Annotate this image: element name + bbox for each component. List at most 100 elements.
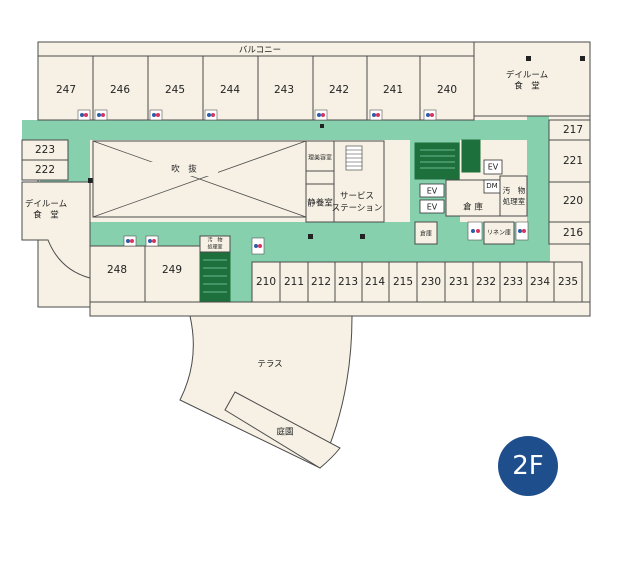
central-stair-icon — [345, 145, 363, 171]
toilet-icon — [77, 109, 91, 121]
dayroom-ne-label-1: デイルーム — [506, 70, 548, 81]
toilet-icon — [145, 235, 159, 247]
toilet-icon — [423, 109, 437, 121]
room-230-label: 230 — [421, 276, 441, 288]
room-244 — [202, 55, 259, 121]
dirty-utility-label-1: 汚 物 — [503, 185, 526, 195]
room-215-label: 215 — [393, 276, 413, 288]
balcony-label: バルコニー — [239, 46, 281, 56]
terrace-label: テラス — [257, 360, 282, 370]
room-211-label: 211 — [284, 276, 304, 288]
void-label-bg — [150, 162, 218, 176]
quiet-room — [305, 183, 335, 223]
room-223-label: 223 — [35, 144, 55, 156]
room-245 — [147, 55, 204, 121]
treatment-label: 理美容室 — [308, 154, 332, 162]
room-243 — [257, 55, 314, 121]
dumbwaiter-label: DM — [486, 182, 497, 190]
room-212 — [307, 261, 336, 303]
service-station-label-1: サービス — [340, 192, 374, 202]
stairwell-core-b — [461, 139, 481, 173]
small-storage — [414, 221, 438, 245]
dayroom-ne-label-2: 食 堂 — [514, 81, 540, 92]
room-235-label: 235 — [558, 276, 578, 288]
room-221 — [548, 139, 591, 183]
pillar-marker — [320, 124, 324, 128]
room-243-label: 243 — [274, 84, 294, 96]
room-214-label: 214 — [365, 276, 385, 288]
garden — [224, 391, 341, 469]
elevator-2 — [419, 199, 445, 214]
pillar-marker — [360, 234, 365, 239]
room-222-label: 222 — [35, 164, 55, 176]
linen-label: リネン庫 — [487, 229, 511, 237]
elevator-1-label: EV — [427, 187, 438, 196]
room-240 — [419, 55, 475, 121]
room-232-label: 232 — [476, 276, 496, 288]
floor-badge-label: 2F — [512, 451, 544, 481]
dayroom-w-label-1: デイルーム — [25, 199, 67, 210]
room-234-label: 234 — [530, 276, 550, 288]
pillar-marker — [88, 178, 93, 183]
toilet-icon — [123, 235, 137, 247]
room-217-label: 217 — [563, 124, 583, 136]
toilet-icon — [251, 237, 265, 255]
storage-label: 倉 庫 — [463, 202, 483, 213]
dirty-utility-room — [499, 175, 528, 217]
room-244-label: 244 — [220, 84, 240, 96]
north-rooms: 247 246 245 244 243 242 241 240 — [37, 55, 475, 121]
toilet-icon — [149, 109, 163, 121]
room-210-label: 210 — [256, 276, 276, 288]
dirty-small-label-2: 処理室 — [207, 244, 222, 251]
pillar-marker — [526, 56, 531, 61]
room-212-label: 212 — [311, 276, 331, 288]
dirty-utility-small — [199, 235, 231, 253]
service-station — [333, 140, 385, 223]
elevator-1 — [419, 183, 445, 198]
room-247 — [37, 55, 94, 121]
toilet-icon — [515, 221, 529, 241]
toilet-icon — [314, 109, 328, 121]
north-corridor — [22, 120, 527, 140]
dayroom-northeast — [473, 41, 591, 117]
room-245-label: 245 — [165, 84, 185, 96]
small-storage-label: 倉庫 — [420, 230, 432, 238]
south-balcony — [89, 301, 591, 317]
room-213-label: 213 — [338, 276, 358, 288]
room-241 — [366, 55, 421, 121]
service-station-label-2: ステーション — [332, 204, 383, 214]
pillar-marker — [308, 234, 313, 239]
room-242-label: 242 — [329, 84, 349, 96]
room-230 — [416, 261, 446, 303]
room-220-label: 220 — [563, 195, 583, 207]
east-rooms: 217 221 220 216 — [548, 119, 591, 245]
room-241-label: 241 — [383, 84, 403, 96]
room-242 — [312, 55, 368, 121]
room-221-label: 221 — [563, 155, 583, 167]
sw-stair-steps-icon — [203, 259, 227, 293]
room-216 — [548, 221, 591, 245]
floor-badge — [498, 436, 558, 496]
room-248-label: 248 — [107, 264, 127, 276]
toilet-markers — [77, 109, 529, 255]
stairwell-core — [414, 142, 460, 180]
core-stair-steps-icon — [420, 149, 455, 169]
room-240-label: 240 — [437, 84, 457, 96]
room-222 — [21, 159, 69, 181]
room-246-label: 246 — [110, 84, 130, 96]
room-233 — [499, 261, 528, 303]
room-216-label: 216 — [563, 227, 583, 239]
elevator-3 — [483, 159, 503, 175]
room-231-label: 231 — [449, 276, 469, 288]
room-215 — [388, 261, 418, 303]
room-232 — [472, 261, 501, 303]
dirty-small-label-1: 汚 物 — [207, 237, 222, 244]
toilet-icon — [204, 109, 218, 121]
room-247-label: 247 — [56, 84, 76, 96]
pillar-marker — [580, 56, 585, 61]
dayroom-w-label-2: 食 堂 — [33, 210, 59, 221]
room-233-label: 233 — [503, 276, 523, 288]
void-cross-b — [92, 140, 307, 218]
